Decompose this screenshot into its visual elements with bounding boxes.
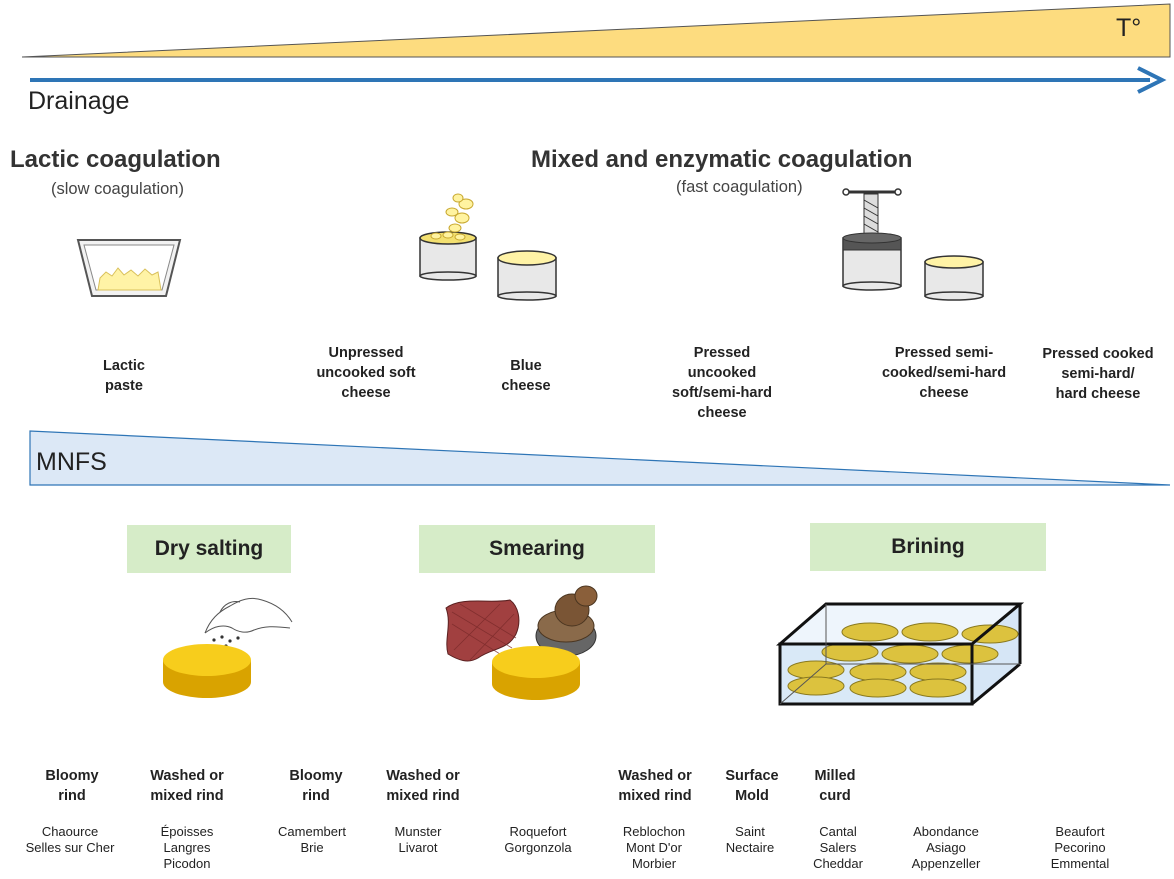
- cheese-type-pressed-semicooked: Pressed semi- cooked/semi-hard cheese: [881, 345, 1007, 401]
- cheese-type-unpressed: Unpressed uncooked soft cheese: [316, 345, 416, 401]
- mixed-coagulation-subtitle: (fast coagulation): [676, 178, 803, 196]
- drainage-label: Drainage: [28, 87, 130, 115]
- temperature-label: T°: [1116, 14, 1142, 42]
- lactic-coagulation-subtitle: (slow coagulation): [51, 180, 184, 198]
- salting-hand-icon: [204, 597, 293, 648]
- cheese-examples: Beaufort Pecorino Emmental: [1050, 824, 1110, 871]
- curd-mold-icon: [419, 193, 477, 281]
- rind-type: Milled curd: [814, 768, 856, 804]
- cheese-examples: Saint Nectaire: [725, 824, 775, 855]
- rind-type: Bloomy rind: [45, 768, 99, 804]
- mixed-coagulation-title: Mixed and enzymatic coagulation: [531, 146, 913, 173]
- cheese-wheel-icon: [924, 255, 984, 301]
- cheese-press-icon: [842, 188, 902, 291]
- smearing-brush-icon: [445, 585, 598, 662]
- cheese-type-pressed-uncooked: Pressed uncooked soft/semi-hard cheese: [672, 345, 772, 421]
- rind-type: Washed or mixed rind: [150, 768, 224, 804]
- mnfs-wedge: [29, 430, 1171, 486]
- cheese-examples: Cantal Salers Cheddar: [813, 824, 863, 871]
- rind-type: Washed or mixed rind: [618, 768, 692, 804]
- lactic-coagulation-title: Lactic coagulation: [10, 146, 221, 173]
- cheese-icon: [492, 646, 580, 700]
- cheese-examples: Roquefort Gorgonzola: [504, 824, 572, 855]
- drainage-arrow: [30, 66, 1167, 94]
- brine-tank-icon: [775, 602, 1025, 706]
- cheese-examples: Munster Livarot: [394, 824, 442, 855]
- rind-type: Surface Mold: [725, 768, 779, 804]
- mnfs-label: MNFS: [36, 448, 107, 476]
- cheese-examples: Chaource Selles sur Cher: [25, 824, 115, 855]
- salting-method-dry: Dry salting: [127, 525, 291, 573]
- rind-type: Washed or mixed rind: [386, 768, 460, 804]
- cheese-examples: Époisses Langres Picodon: [160, 824, 214, 871]
- lactic-curd-bowl-icon: [76, 239, 182, 297]
- temperature-wedge: [21, 3, 1171, 58]
- rind-type: Bloomy rind: [289, 768, 343, 804]
- cheese-type-blue: Blue cheese: [501, 358, 551, 394]
- cheese-icon: [163, 644, 251, 698]
- cheese-type-pressed-cooked: Pressed cooked semi-hard/ hard cheese: [1042, 346, 1154, 402]
- cheese-examples: Reblochon Mont D'or Morbier: [622, 824, 686, 871]
- cheese-type-lactic-paste: Lactic paste: [103, 358, 145, 394]
- cheese-examples: Camembert Brie: [278, 824, 346, 855]
- salting-method-brining: Brining: [810, 523, 1046, 571]
- salting-method-smearing: Smearing: [419, 525, 655, 573]
- cheese-wheel-icon: [497, 250, 557, 301]
- cheese-examples: Abondance Asiago Appenzeller: [911, 824, 981, 871]
